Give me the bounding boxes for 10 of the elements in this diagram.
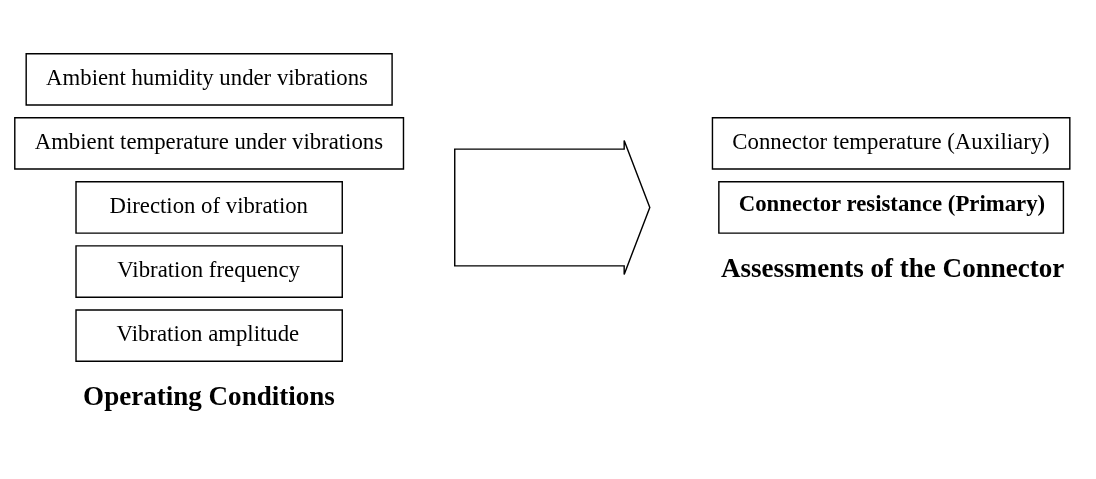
node-box: Vibration frequency (75, 245, 343, 298)
label: Assessments of the Connector (720, 252, 1065, 283)
node-box: Direction of vibration (75, 181, 343, 234)
node-box: Ambient humidity under vibrations (25, 53, 393, 106)
label: Operating Conditions (83, 380, 335, 411)
node-box: Vibration amplitude (75, 309, 343, 362)
node-box: Connector temperature (Auxiliary) (711, 117, 1071, 170)
node-arrow (454, 139, 651, 276)
node-box: Ambient temperature under vibrations (14, 117, 405, 170)
node-box: Connector resistance (Primary) (718, 181, 1065, 234)
